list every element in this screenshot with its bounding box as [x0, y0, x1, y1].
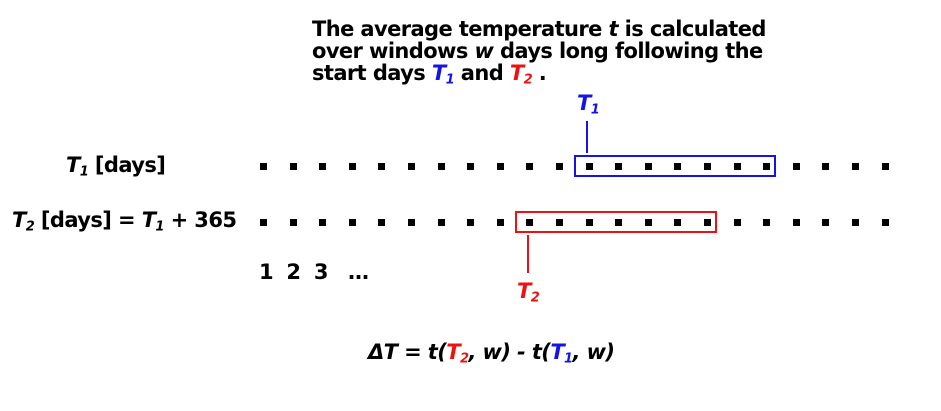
delta-t-formula: ΔT = t(T2, w) - t(T1, w) — [368, 340, 615, 367]
day-dot — [881, 219, 889, 226]
window-variable: w — [474, 39, 494, 63]
day-dot — [260, 163, 267, 170]
day-dot — [615, 219, 623, 226]
day-dot — [467, 219, 475, 226]
day-dot — [822, 219, 830, 226]
row-1-label: T1 [days] — [66, 153, 166, 180]
day-dot — [763, 163, 771, 170]
intro-text-part: days long following the — [493, 39, 763, 63]
intro-line-2: over windows w days long following the — [312, 40, 766, 62]
day-dot — [763, 219, 771, 226]
day-dot — [733, 163, 741, 170]
row-2-label: T2 [days] = T1 + 365 — [12, 208, 237, 235]
day-dot — [289, 163, 297, 170]
t2-marker-line — [527, 235, 529, 273]
day-dot — [704, 219, 711, 226]
intro-text-part: The average temperature — [312, 17, 609, 41]
day-dot — [437, 163, 445, 170]
day-dot — [437, 219, 445, 226]
day-dot — [644, 163, 652, 170]
day-dot — [674, 163, 682, 170]
intro-line-1: The average temperature t is calculated — [312, 18, 766, 40]
day-dot — [644, 219, 652, 226]
day-dot — [704, 163, 711, 170]
day-dot — [585, 219, 593, 226]
day-dot — [822, 163, 830, 170]
day-dot — [733, 219, 741, 226]
day-dot — [348, 219, 356, 226]
day-dot — [496, 163, 504, 170]
day-index-labels: 1 2 3 … — [259, 260, 369, 284]
day-row-1 — [0, 163, 941, 175]
t2-window — [515, 211, 717, 233]
day-dot — [556, 219, 563, 226]
day-dot — [319, 163, 327, 170]
day-dot — [852, 219, 859, 226]
intro-t2: T2 — [509, 61, 533, 88]
intro-text: The average temperature t is calculated … — [312, 18, 766, 88]
day-dot — [408, 219, 415, 226]
intro-text-part: is calculated — [617, 17, 767, 41]
day-dot — [378, 163, 386, 170]
day-dot — [408, 163, 415, 170]
t1-marker-label: T1 — [577, 91, 600, 118]
day-dot — [852, 163, 859, 170]
day-dot — [319, 219, 327, 226]
day-dot — [496, 219, 504, 226]
t1-window — [574, 155, 776, 177]
day-dot — [585, 163, 593, 170]
day-row-2 — [0, 219, 941, 231]
temperature-variable: t — [608, 17, 619, 41]
intro-text-part: over windows — [312, 39, 475, 63]
t2-marker-label: T2 — [517, 279, 540, 306]
day-dot — [348, 163, 356, 170]
t1-marker-line — [586, 121, 588, 153]
day-dot — [378, 219, 386, 226]
day-dot — [881, 163, 889, 170]
intro-t1: T1 — [431, 61, 455, 88]
day-dot — [556, 163, 563, 170]
day-dot — [260, 219, 267, 226]
day-dot — [467, 163, 475, 170]
day-dot — [526, 163, 534, 170]
intro-text-part: and — [454, 61, 510, 85]
day-dot — [615, 163, 623, 170]
day-dot — [526, 219, 534, 226]
formula-t2: T2 — [446, 340, 469, 367]
day-dot — [289, 219, 297, 226]
day-dot — [674, 219, 682, 226]
day-dot — [792, 219, 800, 226]
intro-text-part: start days — [312, 61, 432, 85]
intro-line-3: start days T1 and T2 . — [312, 61, 766, 88]
formula-t1: T1 — [550, 340, 573, 367]
day-dot — [792, 163, 800, 170]
intro-text-part: . — [532, 61, 547, 85]
